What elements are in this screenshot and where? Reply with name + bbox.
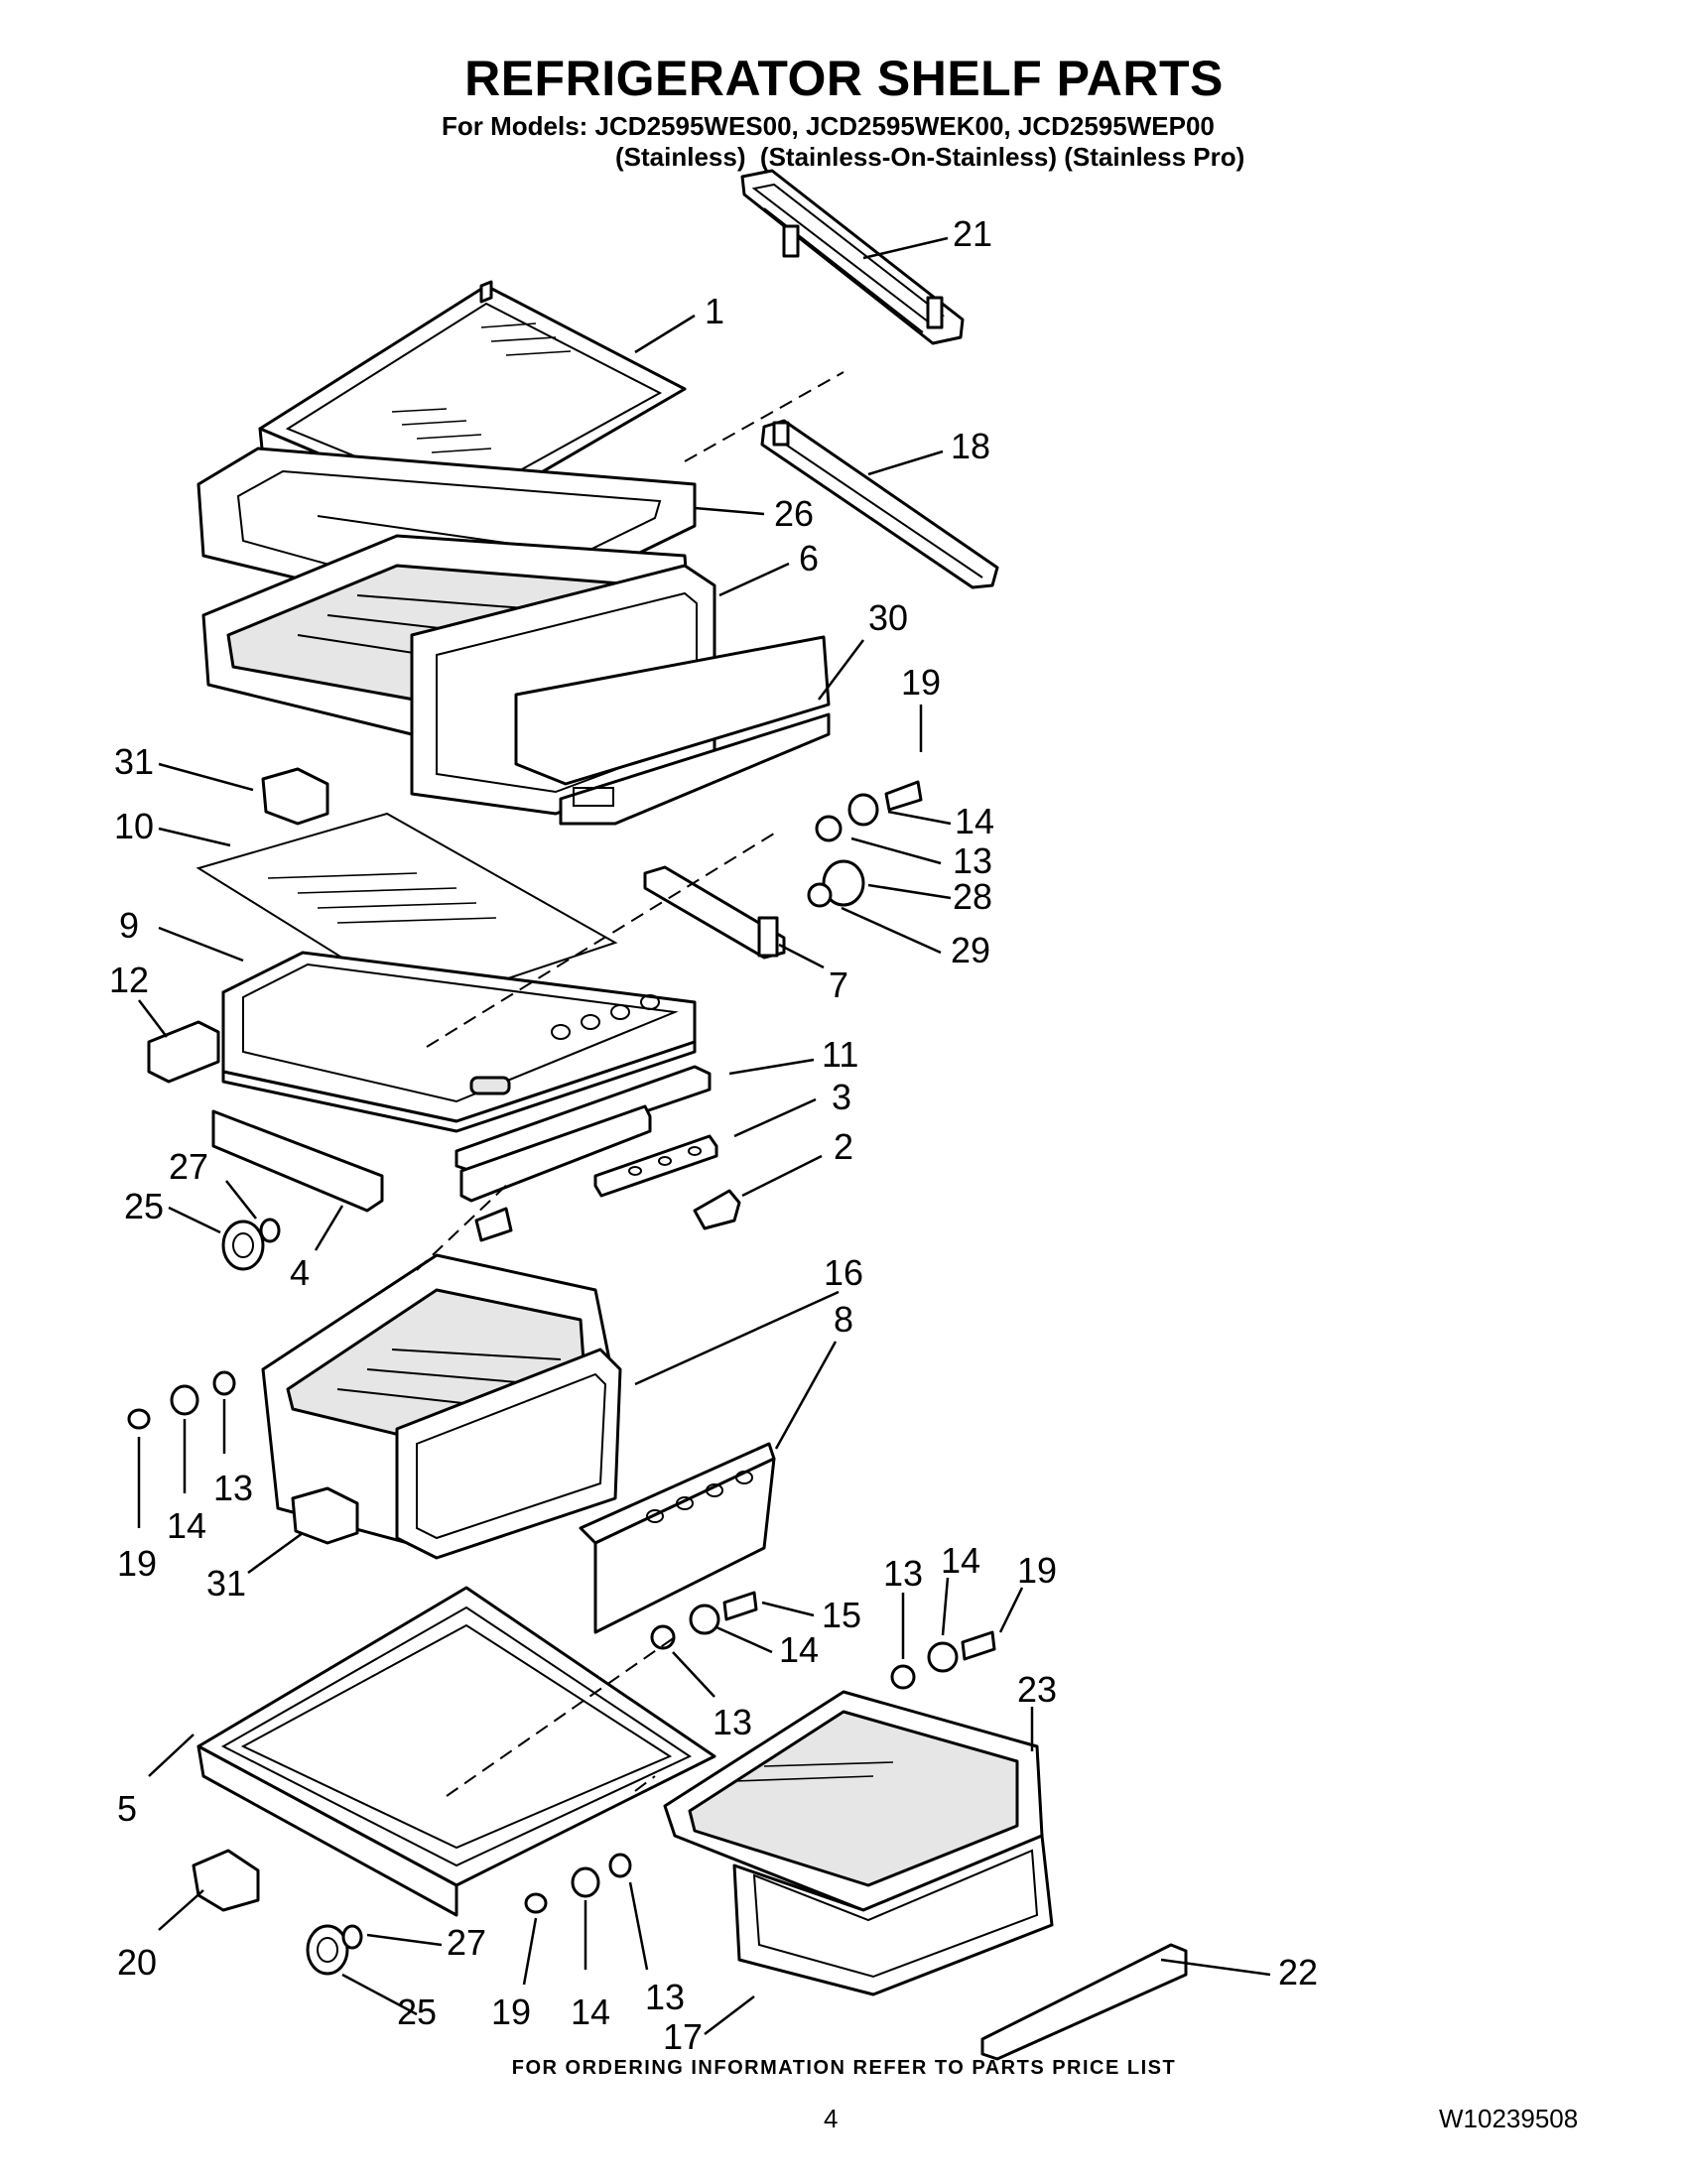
part-25-roller-lower <box>306 1924 363 1976</box>
callout-1: 1 <box>705 291 724 331</box>
callout-10: 10 <box>114 806 154 846</box>
callout-29: 29 <box>951 930 990 970</box>
callout-26: 26 <box>774 493 814 534</box>
callout-25-a: 25 <box>124 1186 164 1226</box>
variants-line: (Stainless) (Stainless-On-Stainless) (St… <box>615 142 1245 172</box>
callout-31-b: 31 <box>206 1563 246 1604</box>
part-22-handle <box>980 1943 1188 2061</box>
callout-7: 7 <box>829 964 848 1005</box>
callout-14-c: 14 <box>941 1540 980 1581</box>
callout-3: 3 <box>832 1077 851 1117</box>
part-9-tray-base <box>221 951 697 1133</box>
callout-19-b: 19 <box>117 1543 157 1584</box>
callout-14-d: 14 <box>779 1629 819 1670</box>
part-21-rail-assembly <box>740 169 965 345</box>
page-number: 4 <box>824 2104 839 2133</box>
callout-13-d: 13 <box>713 1702 752 1742</box>
ordering-note: FOR ORDERING INFORMATION REFER TO PARTS … <box>511 2057 1177 2079</box>
callout-27-b: 27 <box>447 1922 486 1963</box>
part-30-front-cover <box>514 635 831 826</box>
part-25-roller-upper <box>221 1218 281 1271</box>
callout-11: 11 <box>822 1034 858 1075</box>
callout-27-a: 27 <box>169 1146 208 1187</box>
callout-18: 18 <box>951 426 990 466</box>
callout-23: 23 <box>1017 1669 1057 1710</box>
callout-13-c: 13 <box>883 1553 923 1594</box>
part-8-front-panel <box>579 1442 776 1634</box>
part-16-crisper-drawer <box>261 1253 622 1560</box>
document-number: W10239508 <box>1439 2104 1579 2133</box>
callout-13-a: 13 <box>953 840 992 881</box>
right-fastener-stack-middle <box>650 1591 996 1690</box>
callout-6: 6 <box>799 538 819 578</box>
part-11-front-rail <box>454 1065 712 1173</box>
callout-9: 9 <box>119 905 139 946</box>
callout-16: 16 <box>824 1252 863 1293</box>
part-17-deli-drawer-body <box>732 1834 1054 1996</box>
callout-20: 20 <box>117 1942 157 1983</box>
callout-5: 5 <box>117 1788 137 1829</box>
callout-19-c: 19 <box>1017 1550 1057 1591</box>
callout-30: 30 <box>868 597 908 638</box>
assembly-lines <box>416 371 844 1797</box>
page-title: REFRIGERATOR SHELF PARTS <box>464 51 1224 106</box>
part-12-end-clip <box>147 1020 220 1084</box>
callout-21: 21 <box>953 213 992 254</box>
callout-2: 2 <box>834 1126 853 1167</box>
left-fastener-stack <box>127 1370 236 1430</box>
callout-19-a: 19 <box>901 662 941 703</box>
callout-25-b: 25 <box>397 1991 437 2032</box>
part-4-lower-rail <box>211 1104 652 1242</box>
callout-17: 17 <box>663 2016 703 2057</box>
callout-19-d: 19 <box>491 1991 531 2032</box>
callout-13-b: 13 <box>213 1468 253 1508</box>
part-20-clip <box>192 1849 260 1912</box>
callout-8: 8 <box>834 1299 853 1340</box>
callout-28: 28 <box>953 876 992 917</box>
part-31-clip-lower <box>291 1486 359 1545</box>
callout-31-a: 31 <box>114 741 154 782</box>
part-5-shelf-frame <box>196 1586 716 1917</box>
callout-14-b: 14 <box>167 1505 206 1546</box>
part-2-clip <box>693 1189 741 1230</box>
part-18-slide-rail <box>760 419 999 589</box>
callout-14-a: 14 <box>955 801 994 841</box>
callout-14-e: 14 <box>571 1991 610 2032</box>
part-23-deli-drawer <box>663 1690 1044 1912</box>
callout-4: 4 <box>290 1252 310 1293</box>
right-fastener-stack-upper <box>807 780 923 908</box>
part-3-bracket-strip <box>593 1134 718 1198</box>
leader-lines <box>137 236 1271 2035</box>
part-7-slide <box>643 865 786 960</box>
part-31-clip-upper <box>261 767 329 826</box>
callout-15: 15 <box>822 1595 861 1635</box>
callouts: 21 1 18 26 6 30 19 14 13 28 29 31 10 9 7… <box>109 213 1318 2057</box>
callout-12: 12 <box>109 960 149 1000</box>
callout-22: 22 <box>1278 1952 1318 1992</box>
lower-fastener-stack <box>524 1853 632 1914</box>
models-line: For Models: JCD2595WES00, JCD2595WEK00, … <box>442 111 1215 141</box>
callout-13-e: 13 <box>645 1977 685 2017</box>
